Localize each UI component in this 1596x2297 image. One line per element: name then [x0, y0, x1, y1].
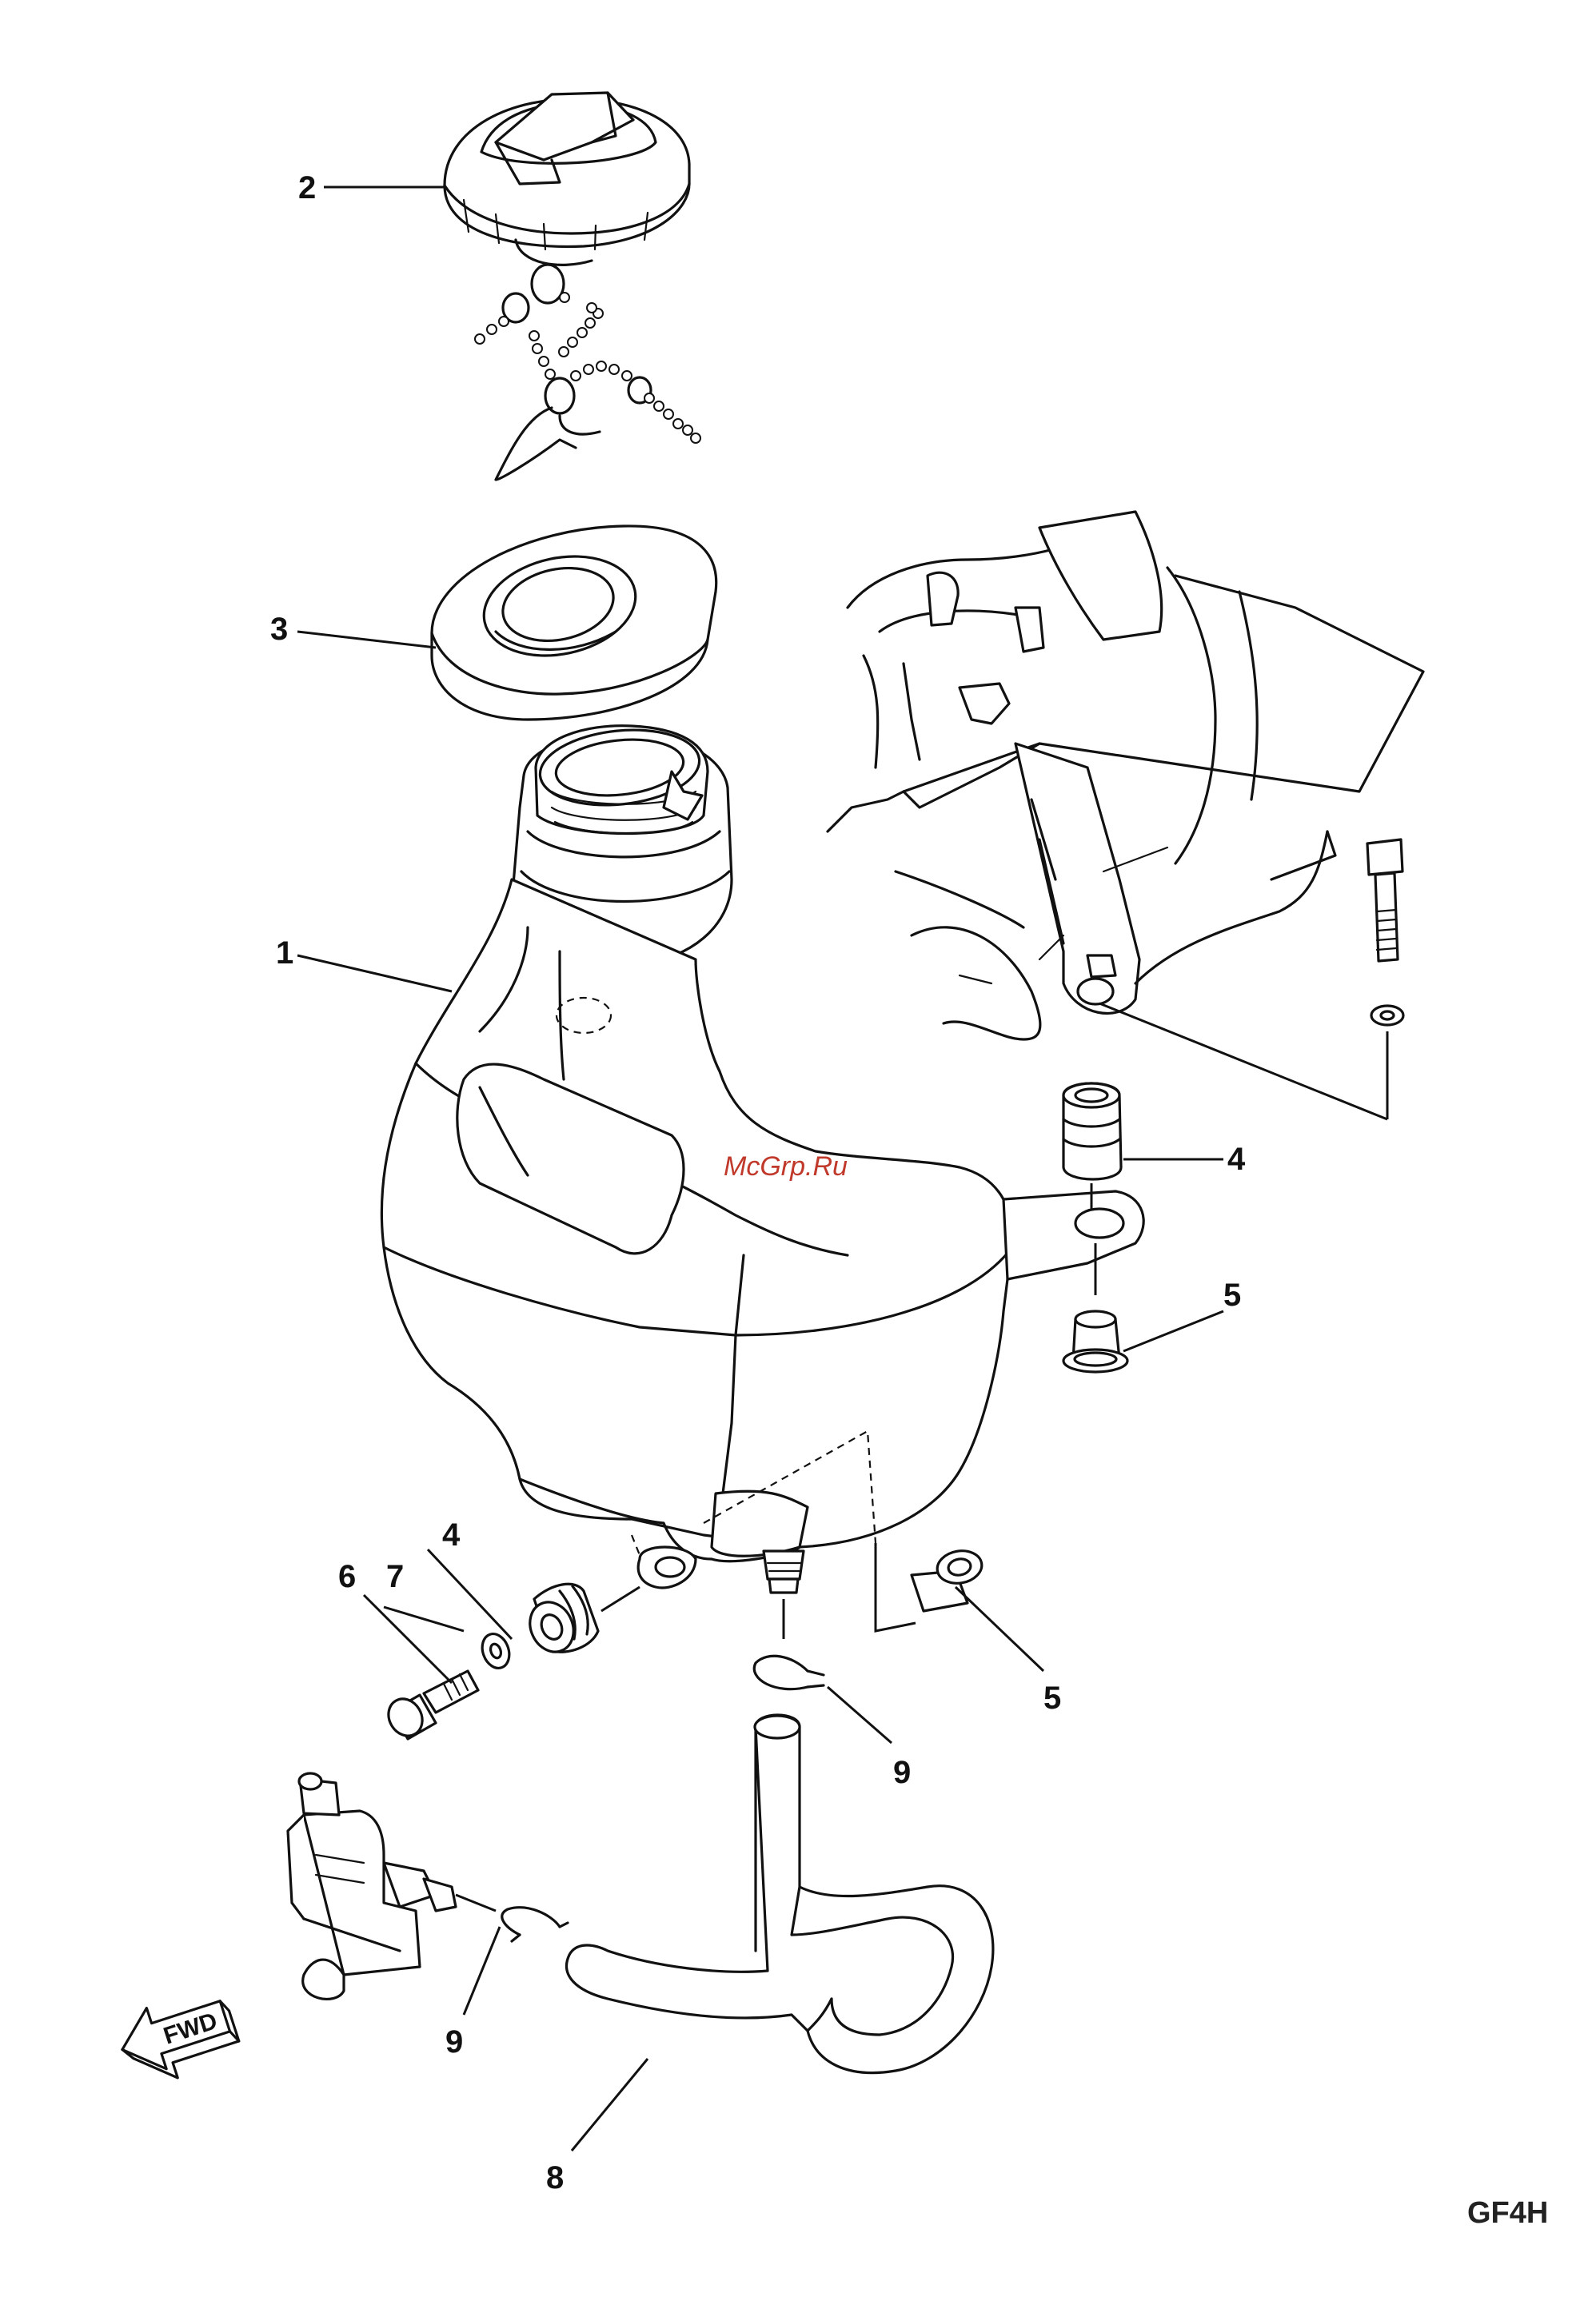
- filler-gasket: [432, 526, 716, 720]
- watermark: McGrp.Ru: [724, 1151, 848, 1182]
- callout-1: 1: [276, 935, 293, 971]
- callout-5-lower: 5: [1043, 1681, 1061, 1716]
- clamp-upper: [754, 1599, 824, 1689]
- callout-2: 2: [298, 170, 316, 205]
- side-bolt: [382, 1671, 478, 1742]
- callout-9-lower: 9: [445, 2024, 463, 2060]
- callout-7: 7: [386, 1559, 404, 1594]
- grommet-upper: [1063, 1083, 1121, 1209]
- fuel-cap: [445, 93, 689, 265]
- diagram-code: GF4H: [1467, 2196, 1548, 2230]
- collar-lower: [876, 1543, 984, 1631]
- fuel-hose: [567, 1715, 993, 2073]
- callout-4-upper: 4: [1227, 1142, 1246, 1177]
- fwd-arrow: FWD: [113, 1984, 244, 2092]
- callout-4-lower: 4: [442, 1517, 461, 1553]
- cap-chain: [475, 265, 700, 480]
- callout-8: 8: [546, 2160, 564, 2195]
- callout-9-upper: 9: [893, 1755, 911, 1790]
- callout-3: 3: [270, 612, 288, 647]
- engine-mount-section: [828, 512, 1423, 1039]
- grommet-lower: [522, 1584, 640, 1659]
- callout-6: 6: [338, 1559, 356, 1594]
- mount-bolt: [1099, 839, 1403, 1119]
- clamp-lower: [502, 1908, 568, 1941]
- callout-5-upper: 5: [1223, 1278, 1241, 1313]
- fuel-valve: [288, 1773, 496, 1999]
